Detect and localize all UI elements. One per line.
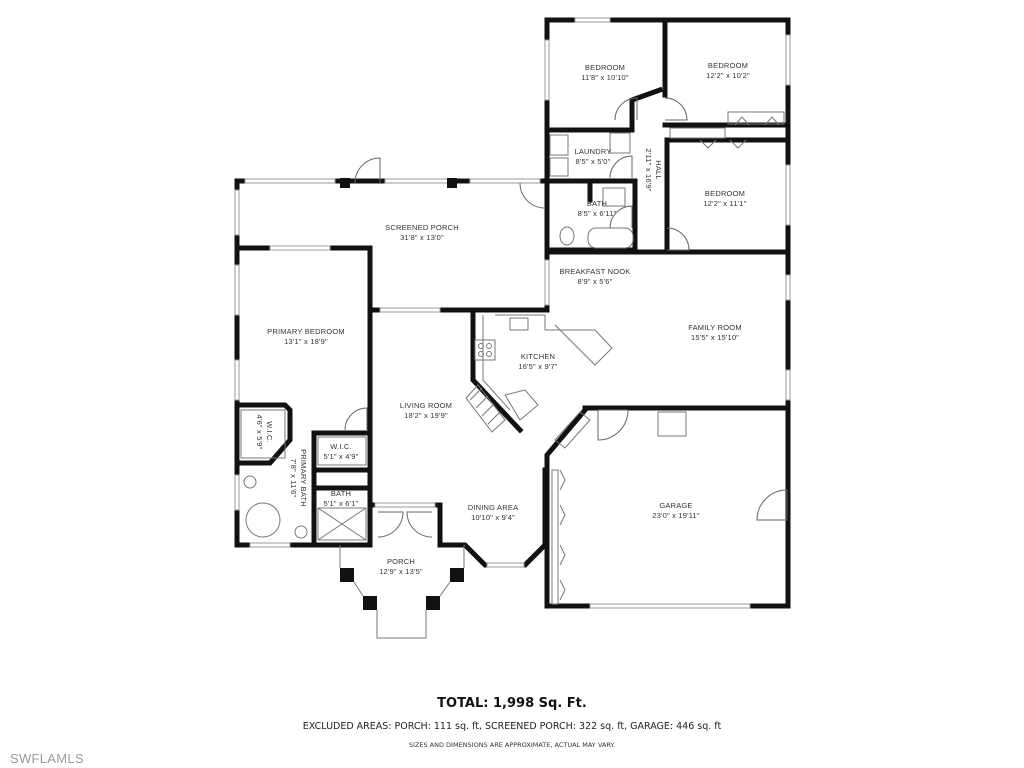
room-dimensions: 10'10" x 9'4" [471,513,515,522]
room-label-hall: HALL 2'11" x 16'9" [643,148,663,191]
room-name: PRIMARY BEDROOM [267,327,345,336]
porch-outline [339,545,465,639]
room-dimensions: 11'8" x 10'10" [581,73,629,82]
room-label-bedroom-1: BEDROOM 11'8" x 10'10" [581,63,629,83]
room-dimensions: 8'5" x 5'0" [575,157,611,166]
room-label-bedroom-3: BEDROOM 12'2" x 11'1" [703,189,746,209]
mls-watermark: SWFLAMLS [10,751,84,766]
room-label-bath-hall: BATH 8'5" x 6'11" [578,199,617,219]
room-dimensions: 31'8" x 13'0" [400,233,444,242]
room-dimensions: 12'2" x 11'1" [703,199,747,208]
windows [234,17,791,609]
room-name: BEDROOM [707,61,749,70]
room-name: LIVING ROOM [399,401,453,410]
room-name: W.I.C. [265,421,274,443]
room-dimensions: 23'0" x 19'11" [652,511,700,520]
room-dimensions: 4'6" x 5'9" [255,414,264,450]
room-name: BATH [586,199,608,208]
room-dimensions: 15'5" x 15'10" [690,333,740,342]
room-dimensions: 8'5" x 6'11" [577,209,617,218]
room-dimensions: 16'5" x 9'7" [518,362,558,371]
porch-structure [340,178,464,610]
room-name: BEDROOM [704,189,746,198]
room-label-primary-bath: PRIMARY BATH 7'8" x 11'6" [288,449,308,507]
room-name: PRIMARY BATH [299,449,308,507]
room-name: GARAGE [659,501,693,510]
room-dimensions: 5'1" x 6'1" [323,499,359,508]
room-label-primary-bedroom: PRIMARY BEDROOM 13'1" x 18'9" [267,327,345,347]
room-dimensions: 12'2" x 10'2" [706,71,750,80]
room-label-bath-primary: BATH 5'1" x 6'1" [324,489,359,509]
room-name: SCREENED PORCH [385,223,459,232]
room-dimensions: 12'9" x 13'5" [379,567,423,576]
doors [344,97,788,538]
room-name: PORCH [386,557,416,566]
room-label-dining-area: DINING AREA 10'10" x 9'4" [468,503,519,523]
room-name: BREAKFAST NOOK [559,267,631,276]
room-dimensions: 8'9" x 5'6" [577,277,613,286]
room-label-wic-2: W.I.C. 5'1" x 4'9" [324,442,359,462]
room-name: KITCHEN [520,352,556,361]
room-label-porch: PORCH 12'9" x 13'5" [379,557,423,577]
room-dimensions: 13'1" x 18'9" [284,337,328,346]
total-square-footage: TOTAL: 1,998 Sq. Ft. [437,696,587,711]
room-name: HALL [654,160,663,180]
disclaimer-note: SIZES AND DIMENSIONS ARE APPROXIMATE, AC… [408,741,616,749]
room-label-kitchen: KITCHEN 16'5" x 9'7" [518,352,557,372]
room-label-bedroom-2: BEDROOM 12'2" x 10'2" [706,61,750,81]
excluded-areas: EXCLUDED AREAS: PORCH: 111 sq. ft, SCREE… [302,721,722,732]
room-name: BATH [330,489,352,498]
room-label-wic-1: W.I.C. 4'6" x 5'9" [254,415,274,450]
room-label-garage: GARAGE 23'0" x 19'11" [652,501,700,521]
room-label-living-room: LIVING ROOM 18'2" x 19'9" [400,401,452,421]
room-name: BEDROOM [584,63,626,72]
room-label-breakfast-nook: BREAKFAST NOOK 8'9" x 5'6" [559,267,630,287]
room-name: FAMILY ROOM [688,323,742,332]
room-dimensions: 18'2" x 19'9" [404,411,448,420]
room-dimensions: 5'1" x 4'9" [323,452,359,461]
room-dimensions: 2'11" x 16'9" [644,148,653,192]
fixtures [240,111,785,605]
room-label-screened-porch: SCREENED PORCH 31'8" x 13'0" [385,223,459,243]
room-name: DINING AREA [467,503,519,512]
room-label-family-room: FAMILY ROOM 15'5" x 15'10" [688,323,742,343]
room-name: W.I.C. [330,442,352,451]
room-dimensions: 7'8" x 11'6" [289,458,298,498]
room-label-laundry: LAUNDRY 8'5" x 5'0" [574,147,611,167]
room-name: LAUNDRY [574,147,612,156]
